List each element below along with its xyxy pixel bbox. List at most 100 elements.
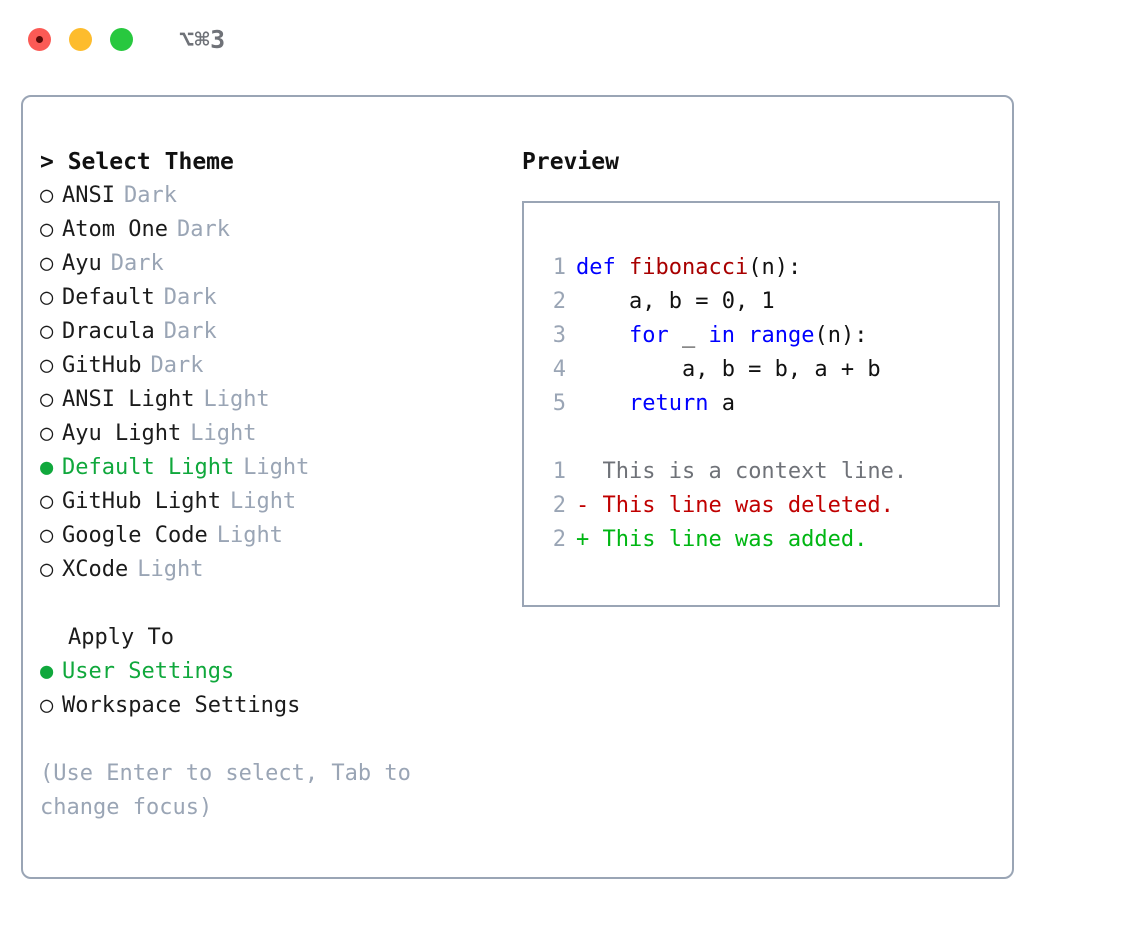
select-theme-heading: > Select Theme: [40, 149, 234, 175]
theme-name: Dracula: [62, 319, 155, 344]
apply-to-item-selected[interactable]: ● User Settings: [40, 655, 500, 689]
theme-list-item[interactable]: ○ XCode Light: [40, 553, 500, 587]
theme-list-item[interactable]: ○ Ayu Dark: [40, 247, 500, 281]
theme-panel: > Select Theme ○ ANSI Dark ○ Atom One Da…: [40, 145, 500, 877]
code-content: def fibonacci(n):: [576, 251, 801, 285]
theme-name: Default Light: [62, 455, 235, 480]
diff-text: This line was added.: [589, 527, 868, 552]
theme-list-item[interactable]: ○ Atom One Dark: [40, 213, 500, 247]
close-window-button[interactable]: [28, 27, 51, 51]
theme-list-item[interactable]: ○ ANSI Light Light: [40, 383, 500, 417]
theme-list-item[interactable]: ○ Ayu Light Light: [40, 417, 500, 451]
theme-kind: Light: [203, 387, 270, 412]
radio-icon[interactable]: ○: [40, 557, 54, 582]
code-line: 2 a, b = 0, 1: [536, 285, 998, 319]
apply-to-label: User Settings: [62, 659, 235, 684]
diff-text: This line was deleted.: [589, 493, 894, 518]
theme-name: Atom One: [62, 217, 168, 242]
theme-kind: Light: [190, 421, 257, 446]
theme-list-item[interactable]: ○ Dracula Dark: [40, 315, 500, 349]
theme-name: Default: [62, 285, 155, 310]
line-number: 2: [552, 527, 566, 552]
radio-icon[interactable]: ○: [40, 523, 54, 548]
token-builtin: range: [748, 323, 815, 348]
theme-kind: Dark: [123, 183, 177, 208]
code-line: 3 for _ in range(n):: [536, 319, 998, 353]
minimize-window-button[interactable]: [69, 27, 92, 51]
code-content: return a: [576, 387, 735, 421]
token-plain: [576, 323, 629, 348]
code-content: for _ in range(n):: [576, 319, 867, 353]
window-title: ⌥⌘3: [179, 24, 226, 54]
apply-to-list: ● User Settings ○ Workspace Settings: [40, 655, 500, 723]
theme-kind: Dark: [163, 319, 217, 344]
line-number: 3: [552, 323, 566, 348]
line-number: 4: [552, 357, 566, 382]
radio-icon[interactable]: ○: [40, 693, 54, 718]
token-plain: _: [668, 323, 709, 348]
theme-name: ANSI Light: [62, 387, 195, 412]
theme-kind: Light: [216, 523, 283, 548]
radio-icon[interactable]: ○: [40, 217, 54, 242]
apply-to-heading: Apply To: [68, 625, 174, 650]
token-keyword: def: [576, 255, 629, 280]
theme-list-item[interactable]: ○ Google Code Light: [40, 519, 500, 553]
radio-icon[interactable]: ○: [40, 251, 54, 276]
radio-icon[interactable]: ○: [40, 183, 54, 208]
traffic-lights: [28, 27, 133, 51]
theme-name: ANSI: [62, 183, 115, 208]
token-keyword: for: [628, 323, 669, 348]
token-plain: a, b = b, a + b: [576, 357, 881, 382]
radio-selected-icon[interactable]: ●: [40, 455, 54, 480]
theme-kind: Dark: [110, 251, 164, 276]
theme-kind: Dark: [176, 217, 230, 242]
code-content: a, b = b, a + b: [576, 353, 881, 387]
preview-panel: Preview 1 def fibonacci(n): 2 a, b = 0, …: [500, 145, 1012, 877]
diff-line-context: 1 This is a context line.: [536, 455, 998, 489]
theme-name: Google Code: [62, 523, 208, 548]
token-plain: (n):: [814, 323, 868, 348]
code-content: a, b = 0, 1: [576, 285, 775, 319]
radio-icon[interactable]: ○: [40, 319, 54, 344]
diff-line-deleted: 2 - This line was deleted.: [536, 489, 998, 523]
theme-list-item-selected[interactable]: ● Default Light Light: [40, 451, 500, 485]
theme-kind: Dark: [163, 285, 217, 310]
section-spacer: [40, 587, 500, 621]
apply-to-item[interactable]: ○ Workspace Settings: [40, 689, 500, 723]
theme-name: Ayu: [62, 251, 102, 276]
radio-icon[interactable]: ○: [40, 285, 54, 310]
token-plain: [576, 391, 629, 416]
theme-list-item[interactable]: ○ GitHub Light Light: [40, 485, 500, 519]
radio-icon[interactable]: ○: [40, 353, 54, 378]
radio-icon[interactable]: ○: [40, 489, 54, 514]
line-number: 2: [552, 493, 566, 518]
radio-icon[interactable]: ○: [40, 421, 54, 446]
titlebar: ⌥⌘3: [0, 0, 1140, 78]
theme-list-item[interactable]: ○ GitHub Dark: [40, 349, 500, 383]
radio-icon[interactable]: ○: [40, 387, 54, 412]
apply-to-label: Workspace Settings: [62, 693, 301, 718]
columns: > Select Theme ○ ANSI Dark ○ Atom One Da…: [23, 97, 1012, 877]
radio-selected-icon[interactable]: ●: [40, 659, 54, 684]
line-number: 1: [552, 255, 566, 280]
theme-list: ○ ANSI Dark ○ Atom One Dark ○ Ayu Dark: [40, 179, 500, 587]
token-function: fibonacci: [628, 255, 749, 280]
theme-kind: Light: [137, 557, 204, 582]
maximize-window-button[interactable]: [110, 27, 133, 51]
theme-list-item[interactable]: ○ Default Dark: [40, 281, 500, 315]
theme-list-item[interactable]: ○ ANSI Dark: [40, 179, 500, 213]
preview-box: 1 def fibonacci(n): 2 a, b = 0, 1 3 for …: [522, 201, 1000, 607]
token-plain: [735, 323, 748, 348]
theme-name: Ayu Light: [62, 421, 182, 446]
theme-kind: Dark: [150, 353, 204, 378]
keyboard-hint: (Use Enter to select, Tab to change focu…: [40, 761, 425, 820]
code-line: 5 return a: [536, 387, 998, 421]
code-line: 1 def fibonacci(n):: [536, 251, 998, 285]
theme-kind: Light: [243, 455, 310, 480]
diff-text: This is a context line.: [589, 459, 908, 484]
diff-marker: [576, 455, 589, 489]
diff-gap: [536, 421, 998, 455]
diff-marker: +: [576, 527, 590, 552]
theme-kind: Light: [229, 489, 297, 514]
